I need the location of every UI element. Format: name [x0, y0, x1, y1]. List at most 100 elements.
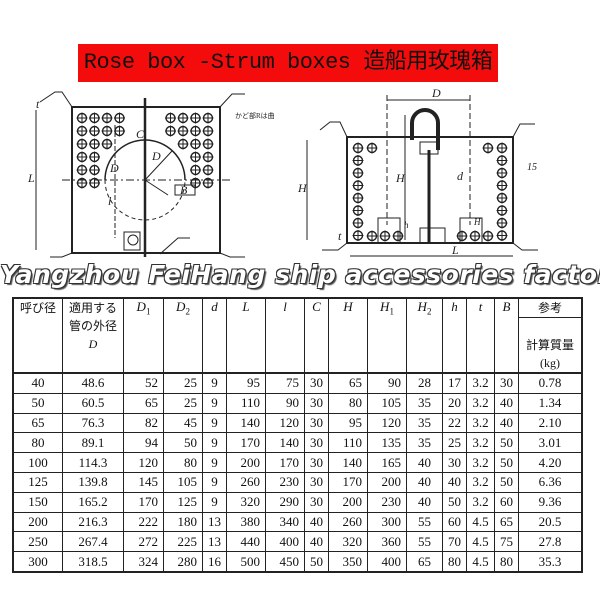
table-cell: 170: [226, 432, 266, 454]
table-cell: 30: [304, 372, 329, 394]
table-cell: 9: [202, 491, 227, 513]
table-cell: 290: [265, 491, 305, 513]
table-cell: 30: [304, 392, 329, 414]
table-cell: 4.5: [466, 531, 495, 553]
table-cell: 170: [123, 491, 164, 513]
label-H: H: [297, 181, 308, 195]
plan-holes: [76, 112, 214, 189]
table-cell: 165.2: [62, 491, 124, 513]
table-cell: 65: [406, 551, 443, 573]
column-header: h: [442, 297, 467, 374]
table-cell: 450: [265, 551, 305, 573]
table-cell: 120: [123, 452, 164, 473]
table-cell: 65: [123, 392, 164, 414]
table-cell: 50: [304, 551, 329, 573]
table-cell: 35: [406, 432, 443, 454]
d1-arc: [104, 139, 186, 181]
table-cell: 9: [202, 432, 227, 454]
table-cell: 120: [265, 412, 305, 434]
table-cell: 94: [123, 432, 164, 454]
table-cell: 3.2: [466, 412, 495, 434]
label-H1: H: [395, 171, 406, 185]
label-pitch: 15: [527, 162, 537, 173]
table-cell: 40: [12, 372, 63, 394]
table-cell: 75: [265, 372, 305, 394]
table-cell: 13: [202, 511, 227, 533]
table-cell: 95: [226, 372, 266, 394]
table-cell: 260: [328, 511, 368, 533]
header-label: H: [417, 299, 427, 314]
table-cell: 272: [123, 531, 164, 553]
table-cell: 2.10: [518, 412, 583, 434]
table-cell: 60: [442, 511, 467, 533]
d1-arc-hidden: [104, 179, 186, 221]
weld-symbol: [50, 252, 73, 258]
table-cell: 400: [265, 531, 305, 553]
column-header: H2: [406, 297, 443, 374]
table-cell: 1.34: [518, 392, 583, 414]
label-t-side: t: [338, 229, 342, 243]
table-cell: 13: [202, 531, 227, 553]
table-cell: 324: [123, 551, 164, 573]
column-header: D2: [163, 297, 203, 374]
table-cell: 139.8: [62, 471, 124, 493]
column-header: D1: [123, 297, 164, 374]
header-label: t: [478, 299, 483, 314]
note: かど部Rは曲: [235, 111, 275, 120]
table-cell: 400: [367, 551, 407, 573]
table-cell: 170: [265, 452, 305, 473]
label-D2: D: [109, 161, 119, 175]
table-cell: 95: [328, 412, 368, 434]
table-cell: 3.2: [466, 471, 495, 493]
table-cell: 145: [123, 471, 164, 493]
table-cell: 50: [442, 491, 467, 513]
table-cell: 3.01: [518, 432, 583, 454]
table-cell: 40: [406, 471, 443, 493]
table-cell: 55: [406, 531, 443, 553]
table-cell: 140: [265, 432, 305, 454]
table-cell: 80: [328, 392, 368, 414]
table-cell: 9.36: [518, 491, 583, 513]
label-D: D: [431, 86, 441, 100]
foot-right: [459, 217, 483, 244]
table-cell: 45: [163, 412, 203, 434]
table-cell: 50: [494, 471, 519, 493]
column-header: 呼び径: [12, 297, 63, 374]
table-cell: 135: [367, 432, 407, 454]
table-cell: 280: [163, 551, 203, 573]
foot-left: [377, 217, 401, 244]
table-cell: 40: [494, 392, 519, 414]
label-h: h: [404, 220, 409, 230]
table-cell: 300: [367, 511, 407, 533]
header-label: d: [211, 299, 218, 314]
column-header: d: [202, 297, 227, 374]
table-cell: 27.8: [518, 531, 583, 553]
table-cell: 180: [163, 511, 203, 533]
table-cell: 9: [202, 452, 227, 473]
d2-leader: [144, 179, 169, 196]
table-cell: 40: [406, 452, 443, 473]
header-label: 呼び径: [19, 301, 56, 315]
table-cell: 52: [123, 372, 164, 394]
table-cell: 30: [304, 452, 329, 473]
table-cell: 150: [12, 491, 63, 513]
table-cell: 110: [226, 392, 266, 414]
table-cell: 50: [494, 432, 519, 454]
table-cell: 3.2: [466, 392, 495, 414]
table-cell: 75: [494, 531, 519, 553]
table-cell: 0.78: [518, 372, 583, 394]
table-cell: 25: [163, 392, 203, 414]
label-D1: D: [151, 149, 161, 163]
table-cell: 222: [123, 511, 164, 533]
header-subscript: 2: [185, 306, 190, 317]
table-cell: 4.5: [466, 551, 495, 573]
table-cell: 20: [442, 392, 467, 414]
table-cell: 300: [12, 551, 63, 573]
